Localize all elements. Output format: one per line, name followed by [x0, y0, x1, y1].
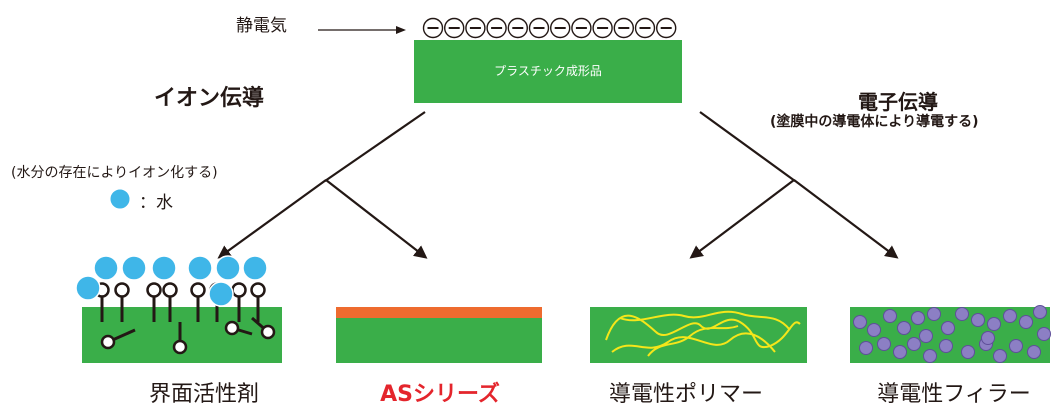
filler-particle — [993, 349, 1007, 363]
filler-particle — [961, 345, 975, 359]
filler-particle — [971, 313, 985, 327]
surfactant-head — [114, 282, 130, 298]
filler-particle — [923, 349, 937, 363]
branch-arrows — [217, 111, 899, 259]
filler-particle — [987, 317, 1001, 331]
filler-particle — [877, 337, 891, 351]
surfactant-molecule — [224, 320, 240, 336]
filler-particle — [981, 331, 995, 345]
filler-particle — [927, 307, 941, 321]
filler-particle — [911, 311, 925, 325]
water-legend-icon — [109, 188, 131, 210]
water-droplet — [151, 255, 177, 281]
surfactant-molecule — [100, 334, 116, 350]
filler-particle — [1027, 345, 1041, 359]
conductive-filler-label: 導電性フィラー — [877, 382, 1031, 407]
water-droplet — [187, 255, 213, 281]
filler-particle — [859, 341, 873, 355]
surfactant-head — [250, 282, 266, 298]
water-droplet — [93, 255, 119, 281]
surfactant-head — [231, 282, 247, 298]
filler-particle — [919, 329, 933, 343]
surfactant-head — [190, 282, 206, 298]
water-droplet — [121, 255, 147, 281]
plastic-part — [414, 40, 682, 103]
water-droplet — [208, 281, 234, 307]
filler-particle — [893, 345, 907, 359]
filler-particle — [897, 321, 911, 335]
filler-particle — [1009, 339, 1023, 353]
water-droplet — [242, 255, 268, 281]
conductive-polymer-label: 導電性ポリマー — [608, 382, 763, 407]
electron-conduction-label: 電子伝導 — [858, 90, 938, 114]
as-series-label: ASシリーズ — [380, 382, 500, 407]
filler-particle — [941, 321, 955, 335]
ion-conduction-note: (水分の存在によりイオン化する) — [11, 165, 218, 181]
electron-conduction-note: (塗膜中の導電体により導電する) — [770, 114, 979, 130]
water-droplet — [75, 275, 101, 301]
filler-particle — [907, 337, 921, 351]
water-legend-label: ：水 — [139, 193, 173, 213]
filler-particle — [853, 315, 867, 329]
filler-particle — [1033, 305, 1047, 319]
filler-particle — [955, 307, 969, 321]
surfactant-label: 界面活性剤 — [148, 382, 259, 407]
surfactant-molecule — [260, 324, 276, 340]
filler-particle — [1003, 309, 1017, 323]
negative-charges — [422, 17, 677, 39]
ion-conduction-label: イオン伝導 — [154, 86, 265, 111]
static-label: 静電気 — [236, 16, 287, 36]
filler-particle — [867, 323, 881, 337]
filler-particle — [1037, 327, 1051, 341]
surfactant-panel — [75, 255, 282, 363]
plastic-part-label: プラスチック成形品 — [494, 64, 602, 78]
surfactant-head — [146, 282, 162, 298]
as-series-panel — [336, 307, 542, 363]
conductive-polymer-panel — [590, 307, 807, 363]
conductive-filler-panel — [850, 305, 1051, 363]
filler-particle — [883, 309, 897, 323]
filler-particle — [1019, 315, 1033, 329]
surfactant-head — [162, 282, 178, 298]
water-droplet — [215, 255, 241, 281]
filler-particle — [939, 339, 953, 353]
surfactant-molecule — [172, 339, 188, 355]
